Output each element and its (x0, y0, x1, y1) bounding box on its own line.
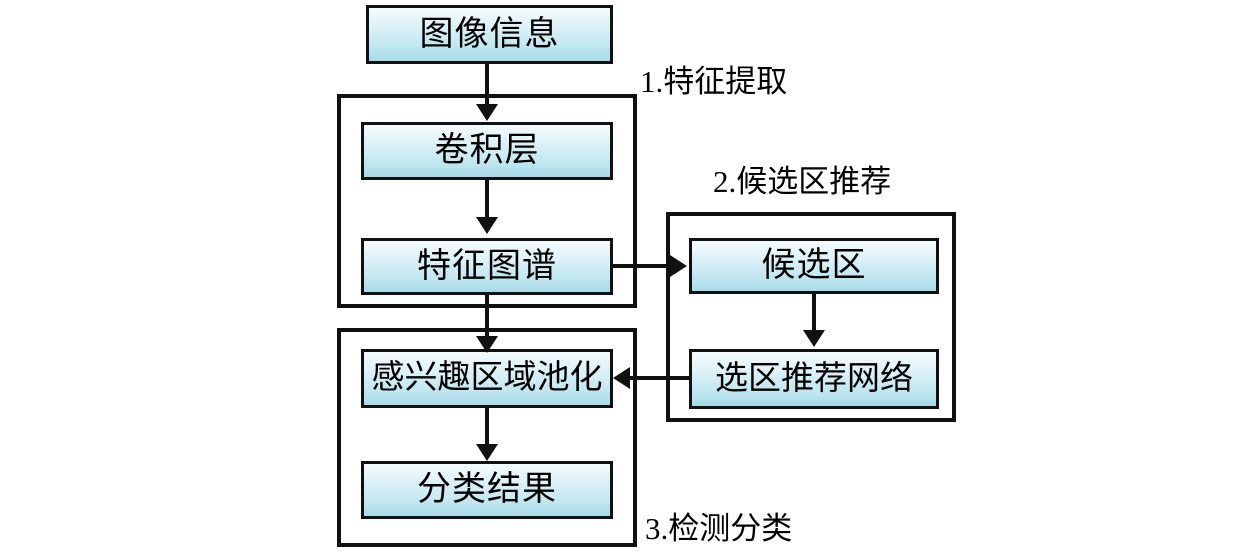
node-conv-layer[interactable]: 卷积层 (361, 122, 613, 180)
node-roi-pooling[interactable]: 感兴趣区域池化 (361, 349, 613, 408)
arrowhead-roi-to-result (476, 444, 498, 461)
node-feature-map[interactable]: 特征图谱 (361, 238, 613, 295)
arrowhead-conv-to-featuremap (476, 217, 498, 234)
stage-2-frame (666, 212, 956, 422)
connector-roi-to-result (485, 408, 489, 446)
node-classification-result[interactable]: 分类结果 (361, 461, 613, 519)
arrowhead-candidate-to-rpn (803, 330, 825, 347)
caption-stage-2: 2.候选区推荐 (713, 164, 892, 199)
connector-featuremap-to-roi (485, 295, 489, 339)
node-input-image-info[interactable]: 图像信息 (366, 5, 613, 64)
connector-input-to-conv (485, 63, 489, 106)
arrowhead-rpn-to-roi (613, 367, 630, 389)
node-region-proposal-network[interactable]: 选区推荐网络 (689, 349, 939, 409)
connector-conv-to-featuremap (485, 180, 489, 219)
arrowhead-input-to-conv (476, 104, 498, 121)
connector-featuremap-to-candidate (613, 264, 675, 268)
connector-rpn-to-roi (628, 376, 690, 380)
arrowhead-featuremap-to-roi (476, 336, 498, 353)
node-candidate-region[interactable]: 候选区 (689, 238, 939, 294)
arrowhead-featuremap-to-candidate (670, 255, 687, 277)
caption-stage-3: 3.检测分类 (645, 511, 793, 546)
caption-stage-1: 1.特征提取 (640, 64, 788, 99)
connector-candidate-to-rpn (812, 294, 816, 332)
